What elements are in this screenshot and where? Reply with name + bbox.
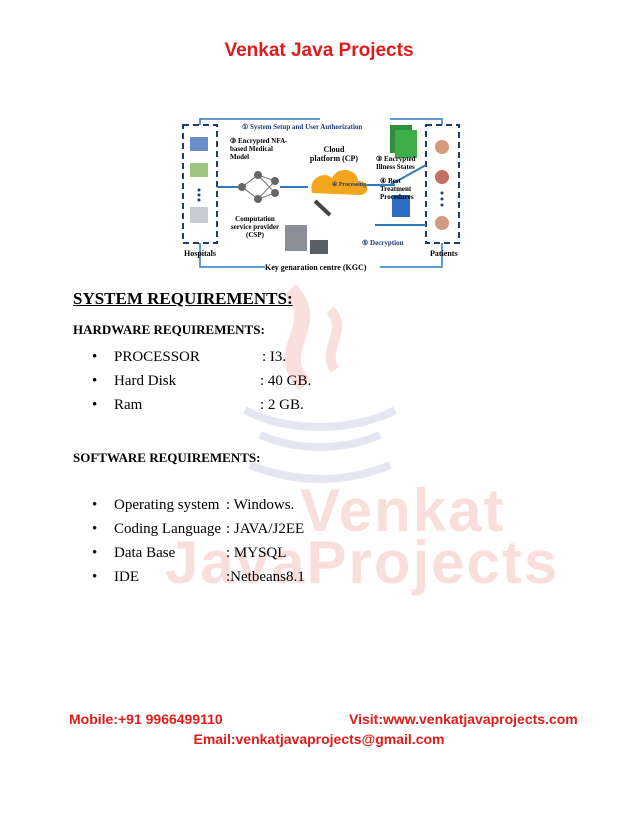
item-label: Operating system (114, 497, 220, 513)
software-requirements-heading: SOFTWARE REQUIREMENTS: (73, 450, 261, 465)
system-requirements-heading: SYSTEM REQUIREMENTS: (73, 289, 293, 308)
bullet: • (92, 349, 98, 365)
footer-website-link[interactable]: Visit:www.venkatjavaprojects.com (349, 711, 578, 727)
list-item-database: • Data Base : MYSQL (92, 545, 286, 562)
hardware-requirements-heading: HARDWARE REQUIREMENTS: (73, 322, 265, 337)
diagram-label-encrypted-model: ③ Encrypted NFA-based Medical Model (230, 137, 288, 161)
diagram-label-csp: Computation service provider (CSP) (230, 215, 280, 239)
diagram-label-processing: ④ Processing (332, 182, 367, 188)
item-label: Ram (114, 397, 143, 413)
footer-mobile: Mobile:+91 9966499110 (69, 711, 223, 727)
item-value: : I3. (262, 349, 287, 365)
bullet: • (92, 397, 98, 413)
watermark-line2: JavaProjects (165, 529, 560, 596)
item-value: : MYSQL (226, 545, 287, 561)
list-item-processor: • PROCESSOR : I3. (92, 349, 286, 366)
bullet: • (92, 569, 98, 585)
bullet: • (92, 497, 98, 513)
item-label: Data Base (114, 545, 176, 561)
system-architecture-diagram: ① System Setup and User Authorization ③ … (180, 115, 462, 275)
bullet: • (92, 521, 98, 537)
footer-email-link[interactable]: Email:venkatjavaprojects@gmail.com (193, 731, 445, 747)
item-label: IDE (114, 569, 139, 585)
diagram-label-hospitals: Hospitals (184, 249, 217, 258)
item-label: Hard Disk (114, 373, 177, 389)
diagram-label-setup: ① System Setup and User Authorization (242, 123, 363, 131)
item-label: PROCESSOR (114, 349, 200, 365)
diagram-label-decryption: ⑤ Decryption (362, 239, 404, 247)
diagram-label-kgc: Key genaration centre (KGC) (265, 263, 367, 272)
list-item-ide: • IDE :Netbeans8.1 (92, 569, 305, 586)
item-value: : Windows. (226, 497, 295, 513)
item-value: :Netbeans8.1 (226, 569, 305, 585)
diagram-label-cloud: Cloud platform (CP) (309, 145, 359, 163)
diagram-label-illness-states: ③ Encrypted Illness States (376, 155, 416, 171)
list-item-hard-disk: • Hard Disk : 40 GB. (92, 373, 311, 390)
item-value: : JAVA/J2EE (226, 521, 305, 537)
diagram-label-treatment: ④ Best Treatment Procedures (380, 177, 414, 201)
item-label: Coding Language (114, 521, 222, 537)
item-value: : 2 GB. (260, 397, 304, 413)
diagram-label-patients: Patients (430, 249, 458, 258)
watermark-line1: Venkat (300, 477, 506, 544)
bullet: • (92, 373, 98, 389)
item-value: : 40 GB. (260, 373, 312, 389)
bullet: • (92, 545, 98, 561)
list-item-coding-language: • Coding Language : JAVA/J2EE (92, 521, 304, 538)
list-item-ram: • Ram : 2 GB. (92, 397, 304, 414)
list-item-operating-system: • Operating system : Windows. (92, 497, 294, 514)
page-title: Venkat Java Projects (224, 40, 414, 61)
